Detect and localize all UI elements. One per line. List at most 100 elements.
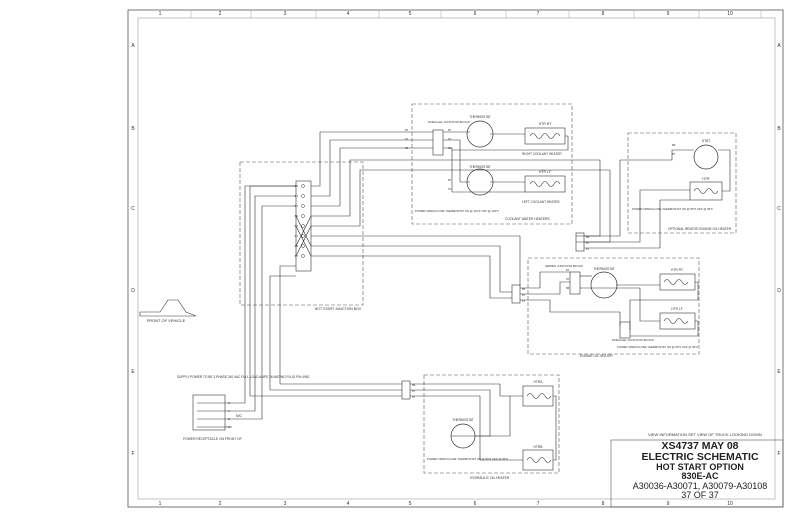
right-coolant-caption: RIGHT COOLANT HEATER — [522, 152, 562, 156]
hydraulic-power-note: POWER OPEN/CLOSE THERMOSTAT ON @ 80°F OF… — [427, 457, 508, 461]
wire-label: 67 — [405, 137, 409, 141]
wire — [311, 131, 433, 187]
title-serial-range: A30036-A30071, A30079-A30108 — [632, 480, 768, 491]
frame-inner — [137, 17, 776, 500]
engine-parallel-terminal-strip — [619, 321, 631, 339]
border-col-bottom-6: 6 — [474, 501, 477, 507]
receptacle-pin-label: B — [228, 417, 230, 421]
wiring — [225, 131, 731, 461]
border-col-top-1: 1 — [159, 11, 162, 17]
border-row-right-B: B — [777, 126, 781, 132]
border-col-bottom-7: 7 — [537, 501, 540, 507]
receptacle-caption: POWER RECEPTACLE ON FRONT OF — [183, 437, 242, 441]
hydraulic-heater-coil-top — [526, 393, 552, 399]
jb-terminal-label: 67 — [295, 234, 299, 238]
border-row-left-C: C — [131, 206, 135, 212]
front-of-vehicle-symbol: FRONT OF VEHICLE — [139, 299, 197, 323]
jb-terminal-label: 87 — [295, 254, 299, 258]
left-heater-coil — [529, 181, 561, 187]
wire — [629, 281, 699, 330]
wire — [225, 185, 296, 404]
jb-terminal — [301, 194, 305, 198]
wire-label: 86 — [566, 286, 570, 290]
engine-htr-b-box — [659, 312, 696, 330]
left-thermostat-label: THERMOSTAT — [469, 165, 491, 169]
terminal-label: 87 — [522, 293, 526, 297]
title-drawing-number: XS4737 MAY 08 — [661, 440, 739, 452]
engine-heater-coil-a — [663, 279, 689, 285]
title-sheet-number: 37 OF 37 — [681, 490, 719, 501]
hydraulic-box-caption: HYDRAULIC OIL HEATER — [470, 476, 510, 480]
wire — [580, 287, 660, 322]
wire — [225, 205, 296, 420]
wire — [311, 255, 512, 299]
border-col-bottom-4: 4 — [347, 501, 350, 507]
hydraulic-htr-bottom-label: HTRB — [534, 445, 544, 449]
jb-terminal-label: 86 — [295, 214, 299, 218]
jb-terminal-label: 87 — [295, 194, 299, 198]
border-col-bottom-1: 1 — [159, 501, 162, 507]
border-col-bottom-2: 2 — [219, 501, 222, 507]
supply-note-text: SUPPLY POWER TO BE 3 PHASE 240 VAC FULL … — [177, 375, 310, 379]
wire — [520, 281, 570, 295]
border-row-left-D: D — [131, 288, 135, 294]
border-col-top-5: 5 — [409, 11, 412, 17]
wire — [311, 235, 521, 286]
hydraulic-htr-bottom-box — [522, 449, 554, 471]
title-block-frame — [610, 439, 784, 508]
terminal-label: 86 — [412, 383, 416, 387]
hydraulic-htr-top-label: HTRA — [534, 380, 544, 384]
border-row-left-E: E — [131, 369, 135, 375]
jb-terminal — [301, 254, 305, 258]
border-col-top-7: 7 — [537, 11, 540, 17]
border-row-left-B: B — [131, 126, 135, 132]
wire — [295, 225, 312, 257]
title-schematic-name: ELECTRIC SCHEMATIC — [641, 451, 759, 464]
optional-htr-label: HTR — [702, 177, 710, 181]
nc-label: N/C — [236, 414, 243, 418]
engine-power-note: POWER OPEN/CLOSE THERMOSTAT ON @ 80°F OF… — [617, 345, 698, 349]
engine-htr-a-label: HTR RT — [671, 268, 683, 272]
border-col-top-8: 8 — [602, 11, 605, 17]
wire-label: 67 — [566, 277, 570, 281]
wire — [311, 147, 433, 207]
optional-heater-coil — [693, 188, 719, 194]
border-col-bottom-5: 5 — [409, 501, 412, 507]
border-row-right-E: E — [777, 369, 781, 375]
wire — [553, 395, 557, 461]
terminal-label: 86 — [522, 287, 526, 291]
border-row-left-F: F — [131, 451, 134, 457]
wire-label: 87 — [405, 128, 409, 132]
wire-label: 67 — [448, 187, 452, 191]
engine-box-caption: ENGINE OIL HEATER — [580, 354, 613, 358]
wire — [269, 275, 402, 391]
border-row-right-F: F — [777, 451, 780, 457]
optional-box-caption: OPTIONAL REMOTE ENGINE OIL HEATER — [668, 227, 732, 231]
wire — [520, 299, 621, 326]
wire — [584, 149, 694, 237]
front-of-vehicle-label: FRONT OF VEHICLE — [147, 318, 186, 323]
jb-terminal-label: 67 — [295, 204, 299, 208]
jb-terminal — [301, 224, 305, 228]
wire — [520, 271, 570, 289]
wire-label: 87 — [448, 128, 452, 132]
optional-power-note: POWER OPEN/CLOSE THERMOSTAT ON @ 80°F OF… — [632, 207, 713, 211]
jb-terminal — [301, 204, 305, 208]
wire — [225, 195, 296, 412]
view-information-note: VIEW INFORMATION SET VIEW OF TRUCK LOOKI… — [648, 432, 762, 437]
border-row-right-A: A — [777, 43, 781, 49]
wire-label: 87 — [448, 178, 452, 182]
right-thermostat-label: THERMOSTAT — [469, 115, 491, 119]
terminal-label: 67 — [412, 395, 416, 399]
border-col-top-6: 6 — [474, 11, 477, 17]
terminal-block-hydraulic — [401, 380, 411, 400]
border-col-top-2: 2 — [219, 11, 222, 17]
engine-thermostat-label: THERMOSTAT — [593, 267, 615, 271]
wire — [249, 185, 402, 397]
right-thermostat-symbol — [466, 120, 494, 148]
wire-label: 67 — [448, 137, 452, 141]
engine-htr-a-box — [659, 273, 696, 291]
